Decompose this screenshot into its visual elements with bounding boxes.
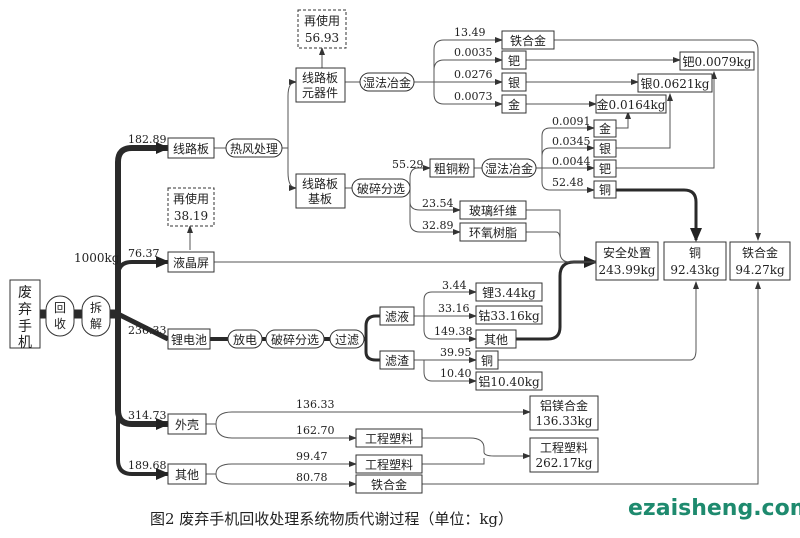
flow-au: 0.0073 <box>454 90 493 103</box>
fe-sum-label: 铁合金 <box>742 245 778 260</box>
recycle-label-1: 回 <box>54 301 66 315</box>
au-2: 金 <box>599 121 611 136</box>
flow-pd2: 0.0044 <box>552 155 591 168</box>
dismantle-node: 拆 解 <box>81 295 111 337</box>
flow-li: 3.44 <box>442 279 467 292</box>
pd-output: 钯0.0079kg <box>683 55 752 69</box>
discharge-process: 放电 <box>233 332 257 347</box>
au-1: 金 <box>508 97 520 112</box>
flow-coarse: 55.29 <box>392 158 424 171</box>
recycle-node: 回 收 <box>45 295 75 337</box>
substrate-node: 线路板 <box>302 176 338 191</box>
flow-co: 33.16 <box>438 302 470 315</box>
flow-lcd: 76.37 <box>128 247 160 260</box>
safe-disposal-value: 243.99kg <box>599 263 656 277</box>
flow-other: 149.38 <box>434 325 473 338</box>
flow-au2: 0.0091 <box>552 115 591 128</box>
fe-alloy-1: 铁合金 <box>510 33 546 48</box>
crush-sort-2: 破碎分选 <box>271 332 319 347</box>
recycle-label-2: 收 <box>54 317 66 331</box>
filtrate-node: 滤液 <box>385 309 409 324</box>
shell-node: 外壳 <box>175 418 199 432</box>
coarse-cu-node: 粗铜粉 <box>434 161 470 176</box>
flow-fe: 13.49 <box>454 26 486 39</box>
crush-sort-1: 破碎分选 <box>357 181 405 196</box>
plastic-sum-label: 工程塑料 <box>540 440 588 455</box>
flow-al: 10.40 <box>440 367 472 380</box>
components-node-2: 元器件 <box>302 86 338 100</box>
plastic-sum-value: 262.17kg <box>536 456 593 470</box>
glass-fiber-node: 玻璃纤维 <box>469 204 517 218</box>
thin-flow-lines <box>187 37 761 487</box>
flow-pd: 0.0035 <box>454 46 493 59</box>
substrate-node-2: 基板 <box>308 192 332 206</box>
fe-alloy-2-node: 铁合金 <box>371 477 407 492</box>
residue-node: 滤渣 <box>385 354 409 368</box>
flow-plastic1: 162.70 <box>296 424 335 437</box>
components-node: 线路板 <box>302 70 338 85</box>
flow-fe2: 80.78 <box>296 471 328 484</box>
lcd-node: 液晶屏 <box>173 255 209 270</box>
flow-epoxy: 32.89 <box>422 219 454 232</box>
plastic-2-node: 工程塑料 <box>365 457 413 472</box>
pd-2: 钯 <box>599 162 611 176</box>
battery-node: 锂电池 <box>171 332 207 347</box>
other-1-node: 其他 <box>484 333 508 347</box>
flow-shell: 314.73 <box>128 409 167 422</box>
others-node: 其他 <box>175 468 199 482</box>
wet-metallurgy-2: 湿法冶金 <box>485 161 533 176</box>
dismantle-label-1: 拆 <box>90 300 102 315</box>
flow-others: 189.68 <box>128 459 167 472</box>
flow-battery: 236.33 <box>128 324 167 337</box>
cu-2-node: 铜 <box>481 353 493 368</box>
source-label-1: 废 <box>18 285 32 301</box>
flow-board: 182.89 <box>128 133 167 146</box>
almg-label: 铝镁合金 <box>540 398 588 413</box>
flow-total: 1000kg <box>74 251 120 265</box>
reuse-2-value: 38.19 <box>174 209 208 223</box>
hot-air-process: 热风处理 <box>230 142 278 156</box>
reuse-1-label: 再使用 <box>304 13 340 28</box>
pd-1: 钯 <box>508 54 520 68</box>
circuit-board-node: 线路板 <box>173 141 209 156</box>
co-output: 钴33.16kg <box>478 308 540 323</box>
li-output: 锂3.44kg <box>482 285 536 300</box>
fe-sum-value: 94.27kg <box>735 263 785 277</box>
watermark: ezaisheng.com <box>628 496 800 521</box>
reuse-2-label: 再使用 <box>173 191 209 206</box>
ag-output: 银0.0621kg <box>641 77 710 91</box>
almg-value: 136.33kg <box>536 414 593 428</box>
wet-metallurgy-1: 湿法冶金 <box>363 75 411 90</box>
safe-disposal-label: 安全处置 <box>603 245 651 260</box>
au-output: 金0.0164kg <box>597 97 666 112</box>
source-label-3: 手 <box>18 319 32 335</box>
cu-1: 铜 <box>599 182 611 197</box>
al-output: 铝10.40kg <box>478 374 540 389</box>
reuse-1-value: 56.93 <box>305 31 339 45</box>
cu-sum-value: 92.43kg <box>670 263 720 277</box>
ag-2: 银 <box>599 142 611 156</box>
flow-ag2: 0.0345 <box>552 135 591 148</box>
flow-almg: 136.33 <box>296 398 335 411</box>
cu-sum-label: 铜 <box>689 245 701 260</box>
flow-plastic2: 99.47 <box>296 450 328 463</box>
flow-ag: 0.0276 <box>454 68 493 81</box>
flow-cu: 52.48 <box>552 176 584 189</box>
figure-caption: 图2 废弃手机回收处理系统物质代谢过程（单位：kg） <box>150 510 514 528</box>
source-label-4: 机 <box>18 335 32 351</box>
plastic-1-node: 工程塑料 <box>365 431 413 446</box>
filter-process: 过滤 <box>335 333 359 347</box>
flow-cu2: 39.95 <box>440 346 472 359</box>
source-box <box>9 279 41 349</box>
dismantle-label-2: 解 <box>90 317 102 331</box>
epoxy-node: 环氧树脂 <box>469 225 517 240</box>
source-label-2: 弃 <box>18 302 32 318</box>
flow-glass: 23.54 <box>422 197 454 210</box>
ag-1: 银 <box>508 76 520 90</box>
